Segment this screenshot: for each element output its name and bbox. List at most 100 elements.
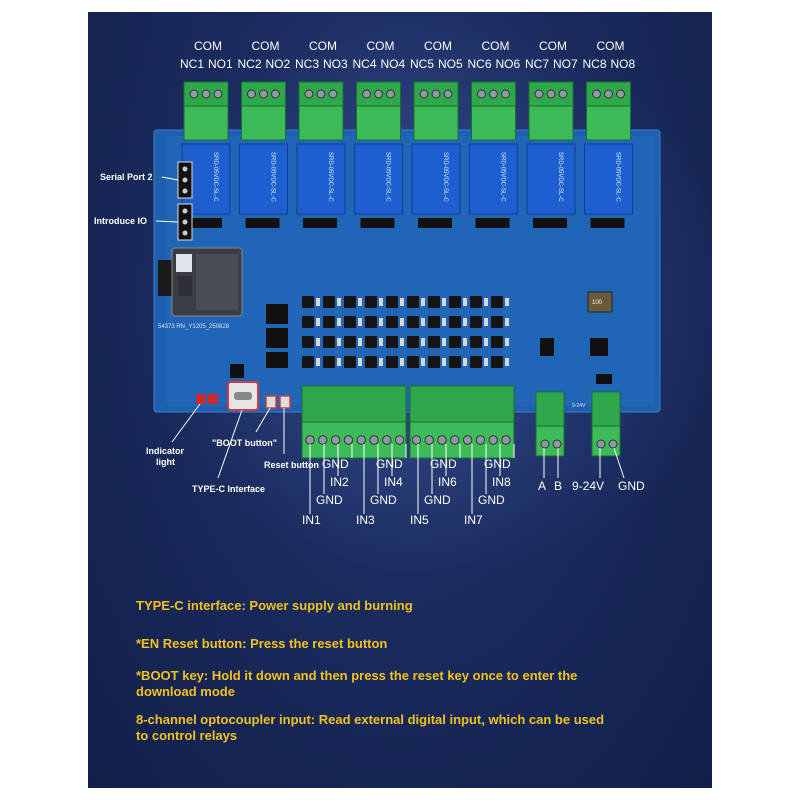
relay-nc-label: NC5 [410, 57, 434, 71]
esp32-module [158, 247, 243, 317]
resistor [358, 338, 362, 346]
resistor [379, 298, 383, 306]
optocoupler-chip [449, 316, 461, 328]
input-screw [475, 435, 486, 445]
optocoupler-chip [428, 296, 440, 308]
resistor [400, 318, 404, 326]
input-screw [488, 435, 498, 445]
gnd-label: GND [478, 493, 505, 507]
optocoupler-chip [491, 356, 503, 368]
optocoupler-chip [344, 316, 356, 328]
optocoupler-chip [449, 336, 461, 348]
optocoupler-chip [302, 296, 314, 308]
optocoupler-chip [323, 296, 335, 308]
optocoupler-chip [449, 296, 461, 308]
optocoupler-chip [407, 296, 419, 308]
indicator-label: Indicator light [146, 446, 187, 467]
input-screw [382, 435, 392, 445]
input-screw [424, 435, 434, 445]
note-boot: *BOOT key: Hold it down and then press t… [136, 668, 578, 699]
typec-pointer [217, 409, 243, 479]
relay: SRD-05VDC-SL-C [584, 143, 633, 228]
input-label: IN5 [410, 513, 429, 527]
optocoupler-chip [386, 316, 398, 328]
resistor [316, 338, 320, 346]
relay-marking: SRD-05VDC-SL-C [500, 152, 506, 202]
gnd-label: GND [484, 457, 511, 471]
gnd-label: GND [424, 493, 451, 507]
relay-nc-label: NC4 [353, 57, 377, 71]
optocoupler-chip [323, 336, 335, 348]
optocoupler-chip [344, 336, 356, 348]
resistor [505, 298, 509, 306]
relay-no-label: NO8 [611, 57, 636, 71]
relay: SRD-05VDC-SL-C [296, 143, 346, 228]
optocoupler-chip [428, 356, 440, 368]
relay-com-label: COM [539, 39, 567, 53]
optocoupler-chip [428, 336, 440, 348]
relay: SRD-05VDC-SL-C [411, 143, 461, 228]
resistor [505, 318, 509, 326]
relay-nc-label: NC6 [468, 57, 492, 71]
resistor [484, 358, 488, 366]
input-screw [394, 435, 405, 445]
resistor [421, 338, 425, 346]
note-typec: TYPE-C interface: Power supply and burni… [136, 598, 413, 613]
optocoupler-chip [449, 356, 461, 368]
resistor [379, 358, 383, 366]
optocoupler-chip [365, 336, 377, 348]
introduce-io-pointer [155, 220, 179, 223]
input-screw [305, 435, 315, 445]
relay-nc-label: NC3 [295, 57, 319, 71]
relay: SRD-05VDC-SL-C [469, 143, 518, 228]
optocoupler-chip [302, 336, 314, 348]
gnd-label: GND [370, 493, 397, 507]
resistor [484, 318, 488, 326]
relay-terminal [413, 81, 459, 141]
relay-no-label: NO7 [553, 57, 578, 71]
resistor [442, 318, 446, 326]
relay-no-label: NO4 [381, 57, 406, 71]
relay-no-label: NO6 [496, 57, 521, 71]
input-label: IN7 [464, 513, 483, 527]
resistor [337, 358, 341, 366]
optocoupler-chip [323, 316, 335, 328]
relay: SRD-05VDC-SL-C [526, 143, 576, 228]
reset-button [279, 395, 291, 409]
optocoupler-chip [365, 356, 377, 368]
relay-terminal [298, 81, 344, 141]
relay-terminal [471, 81, 516, 141]
resistor [442, 338, 446, 346]
serial-port-header [177, 161, 193, 199]
input-label: IN3 [356, 513, 375, 527]
gnd-label: GND [322, 457, 349, 471]
serial-port-pointer [161, 176, 179, 181]
relay-terminal [356, 81, 401, 141]
resistor [379, 338, 383, 346]
input-screw [501, 435, 511, 445]
optocoupler-chip [365, 296, 377, 308]
optocoupler-chip [323, 356, 335, 368]
resistor [442, 298, 446, 306]
resistor [337, 338, 341, 346]
type-c-port [227, 381, 259, 411]
relay-com-label: COM [482, 39, 510, 53]
relay-no-label: NO2 [266, 57, 291, 71]
optocoupler-chip [302, 316, 314, 328]
power-voltage-label: 9-24V [572, 479, 604, 493]
gnd-label: GND [376, 457, 403, 471]
indicator-label-line2: light [156, 457, 175, 467]
rs485-b-label: B [554, 479, 562, 493]
optocoupler-array [302, 296, 509, 368]
relay-nc-label: NC8 [583, 57, 607, 71]
introduce-io-label: Introduce IO [94, 216, 147, 226]
input-screw [318, 435, 328, 445]
optocoupler-chip [470, 296, 482, 308]
indicator-led [196, 394, 218, 404]
input-label: IN2 [330, 475, 349, 489]
optocoupler-chip [344, 356, 356, 368]
left-ic-cluster [230, 304, 288, 378]
resistor [316, 318, 320, 326]
